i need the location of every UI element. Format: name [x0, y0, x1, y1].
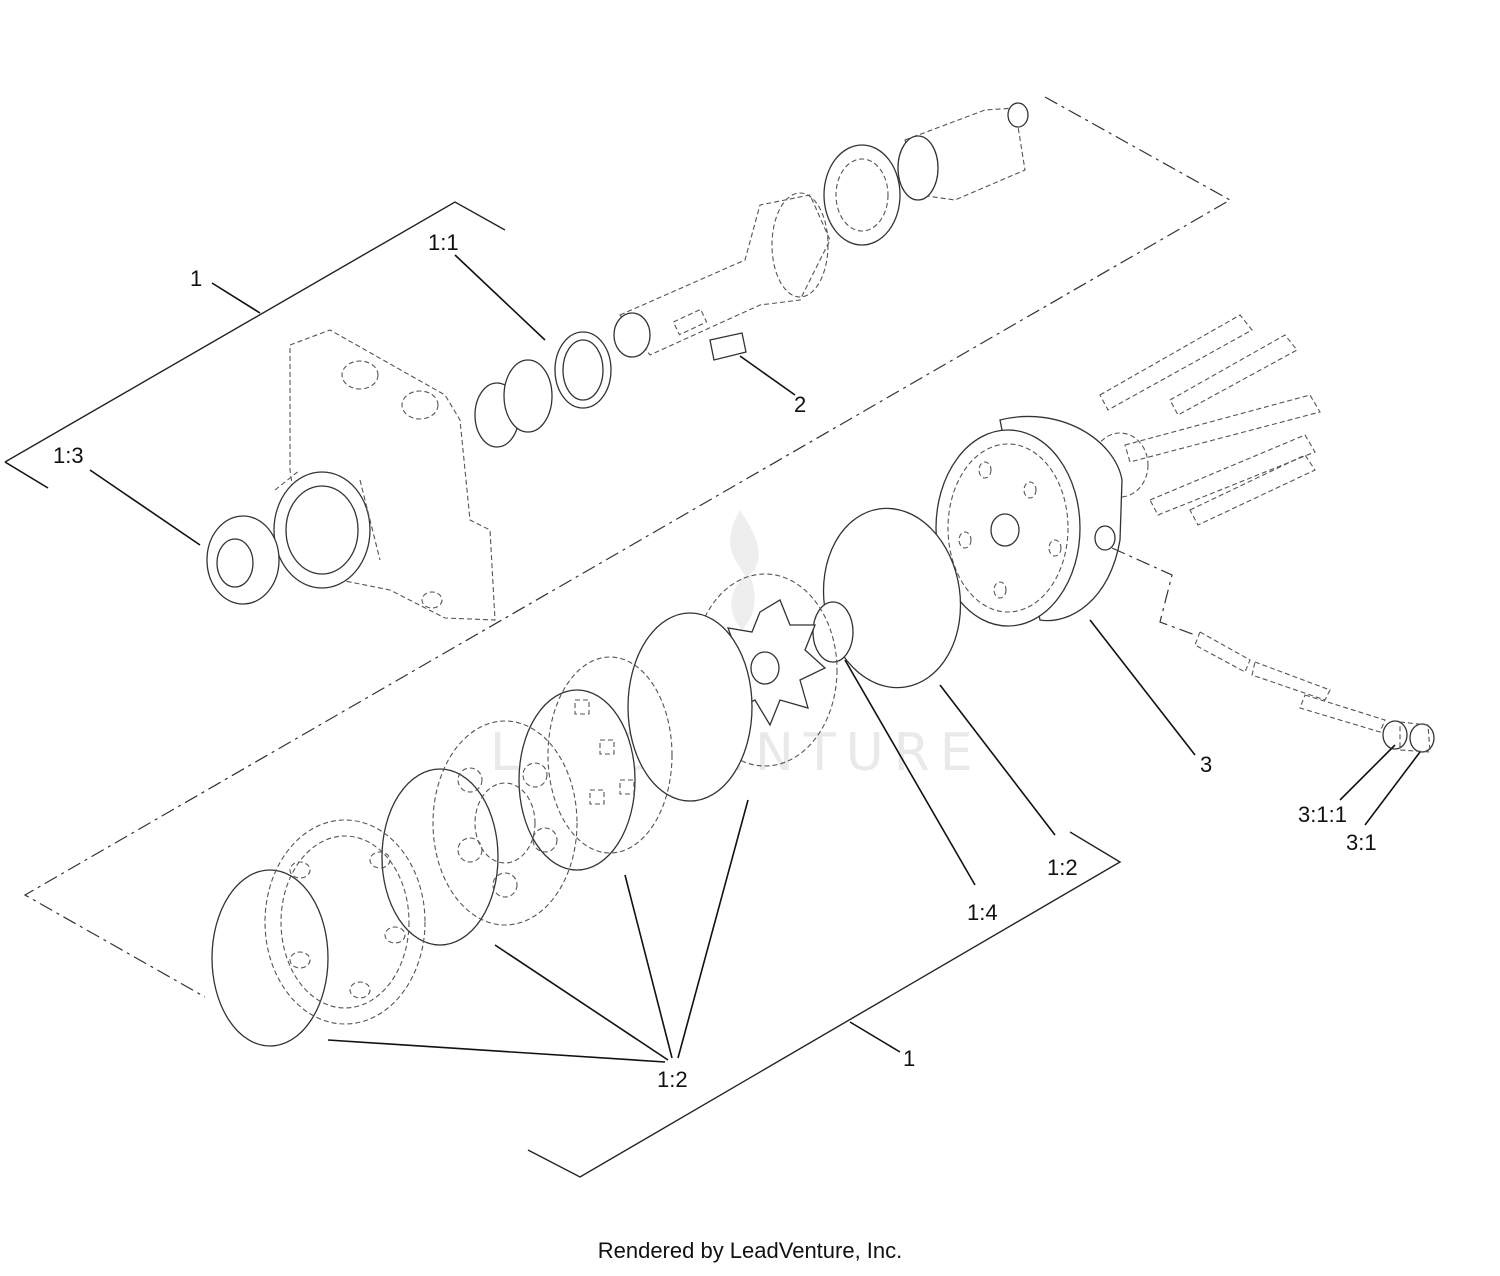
callout-1-2-bottom: 1:2 [657, 1067, 688, 1092]
woodruff-key [709, 332, 747, 361]
motor-housing [273, 329, 496, 621]
callout-3-1-1: 3:1:1 [1298, 802, 1347, 827]
footer-credit: Rendered by LeadVenture, Inc. [597, 1238, 903, 1263]
leader-lines [4, 201, 1421, 1178]
shaft-seal [206, 515, 280, 605]
seal-ring-a [627, 612, 753, 802]
callout-1-3: 1:3 [53, 443, 84, 468]
relief-valve [1111, 547, 1435, 753]
thrust-bearing [823, 144, 901, 246]
small-o-ring [812, 601, 854, 663]
end-cap [935, 415, 1123, 627]
assembly-phantom-outline [23, 96, 1232, 998]
callout-labels: 1 1:1 1:3 2 3 3:1:1 3:1 1:2 1:4 1 1:2 [53, 230, 1377, 1092]
callout-1-4: 1:4 [967, 900, 998, 925]
callout-1-1: 1:1 [428, 230, 459, 255]
cap-bolts [1091, 314, 1321, 526]
callout-1-top: 1 [190, 266, 202, 291]
callout-3: 3 [1200, 752, 1212, 777]
seal-ring-c [381, 768, 499, 946]
manifold-plate [264, 819, 426, 1025]
valve-plate-a [547, 656, 673, 854]
callout-3-1: 3:1 [1346, 830, 1377, 855]
callout-1-2-right: 1:2 [1047, 855, 1078, 880]
callout-2: 2 [794, 392, 806, 417]
drive-link [897, 102, 1029, 201]
valve-plate-b [432, 720, 578, 926]
seal-rings [474, 331, 612, 448]
drive-shaft [613, 192, 831, 358]
callout-1-bottom: 1 [903, 1046, 915, 1071]
seal-ring-b [518, 689, 636, 871]
